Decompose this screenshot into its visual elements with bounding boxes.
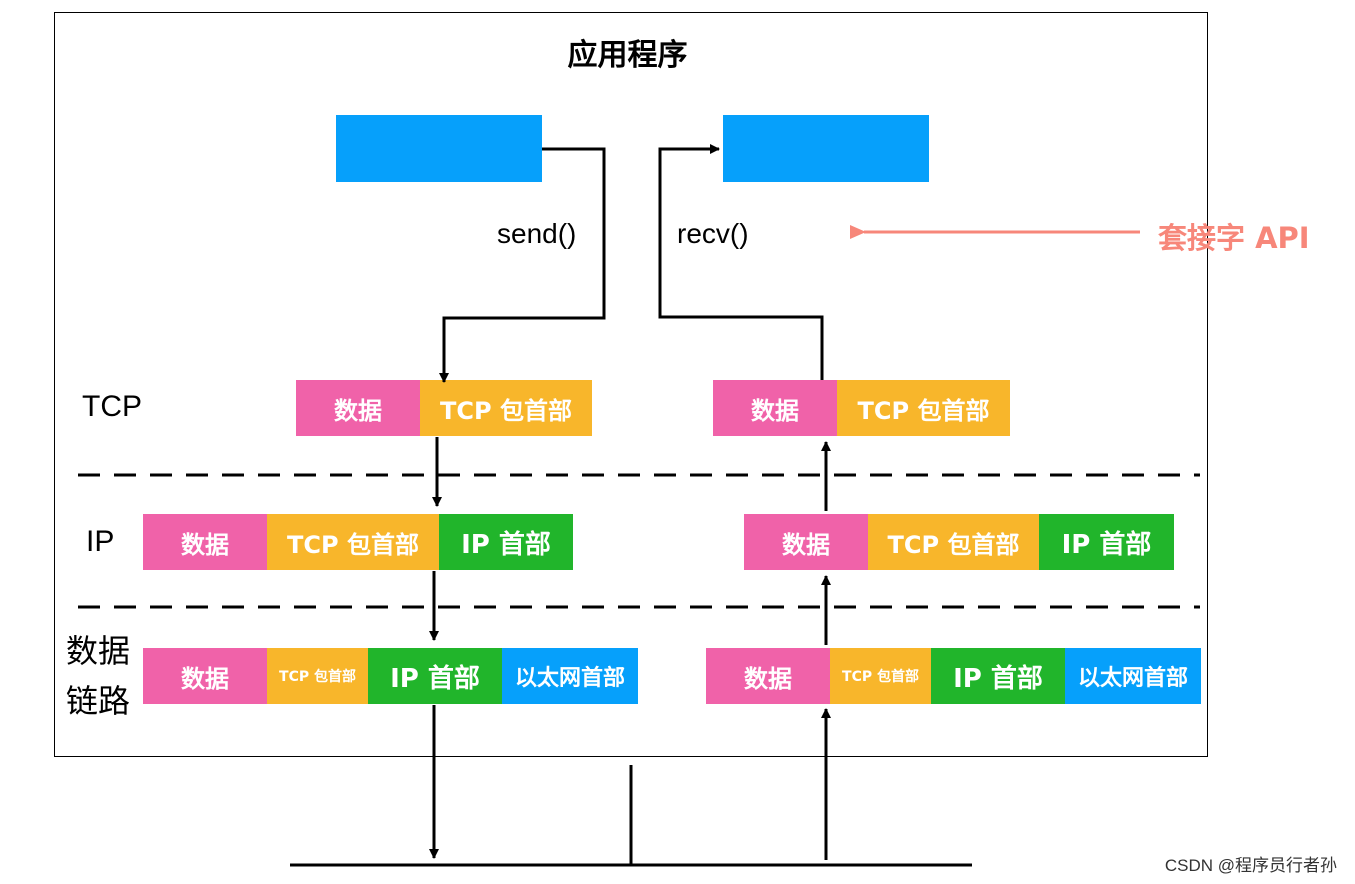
send-link-ip-header: IP 首部 bbox=[368, 648, 502, 704]
send-ip-tcp-header: TCP 包首部 bbox=[267, 514, 439, 570]
send-buffer-box bbox=[336, 115, 542, 182]
send-tcp-data: 数据 bbox=[296, 380, 420, 436]
application-frame bbox=[54, 12, 1208, 757]
watermark: CSDN @程序员行者孙 bbox=[1164, 856, 1337, 875]
send-label: send() bbox=[497, 218, 577, 249]
recv-ip-data: 数据 bbox=[744, 514, 868, 570]
recv-ip-tcp-header: TCP 包首部 bbox=[868, 514, 1039, 570]
send-path bbox=[439, 147, 606, 383]
link-layer-label-line2: 链路 bbox=[66, 682, 131, 720]
send-ip-header: IP 首部 bbox=[439, 514, 573, 570]
recv-ip-header: IP 首部 bbox=[1039, 514, 1174, 570]
recv-link-ip-header: IP 首部 bbox=[931, 648, 1065, 704]
recv-label: recv() bbox=[677, 218, 749, 249]
ip-layer-label: IP bbox=[86, 525, 115, 558]
link-layer-label-line1: 数据 bbox=[66, 632, 131, 670]
application-title: 应用程序 bbox=[567, 38, 688, 73]
send-tcp-header: TCP 包首部 bbox=[420, 380, 592, 436]
tcp-layer-label: TCP bbox=[82, 390, 142, 423]
send-ip-data: 数据 bbox=[143, 514, 267, 570]
recv-path bbox=[658, 144, 824, 380]
socket-api-label: 套接字 API bbox=[1158, 221, 1310, 255]
link-layer-label: 数据 链路 bbox=[66, 626, 130, 726]
send-link-ether-header: 以太网首部 bbox=[502, 648, 638, 704]
recv-link-tcp-header: TCP 包首部 bbox=[830, 648, 931, 704]
send-link-tcp-header: TCP 包首部 bbox=[267, 648, 368, 704]
recv-tcp-header: TCP 包首部 bbox=[837, 380, 1010, 436]
recv-link-ether-header: 以太网首部 bbox=[1065, 648, 1201, 704]
send-link-data: 数据 bbox=[143, 648, 267, 704]
recv-buffer-box bbox=[723, 115, 929, 182]
recv-tcp-data: 数据 bbox=[713, 380, 837, 436]
recv-link-data: 数据 bbox=[706, 648, 830, 704]
